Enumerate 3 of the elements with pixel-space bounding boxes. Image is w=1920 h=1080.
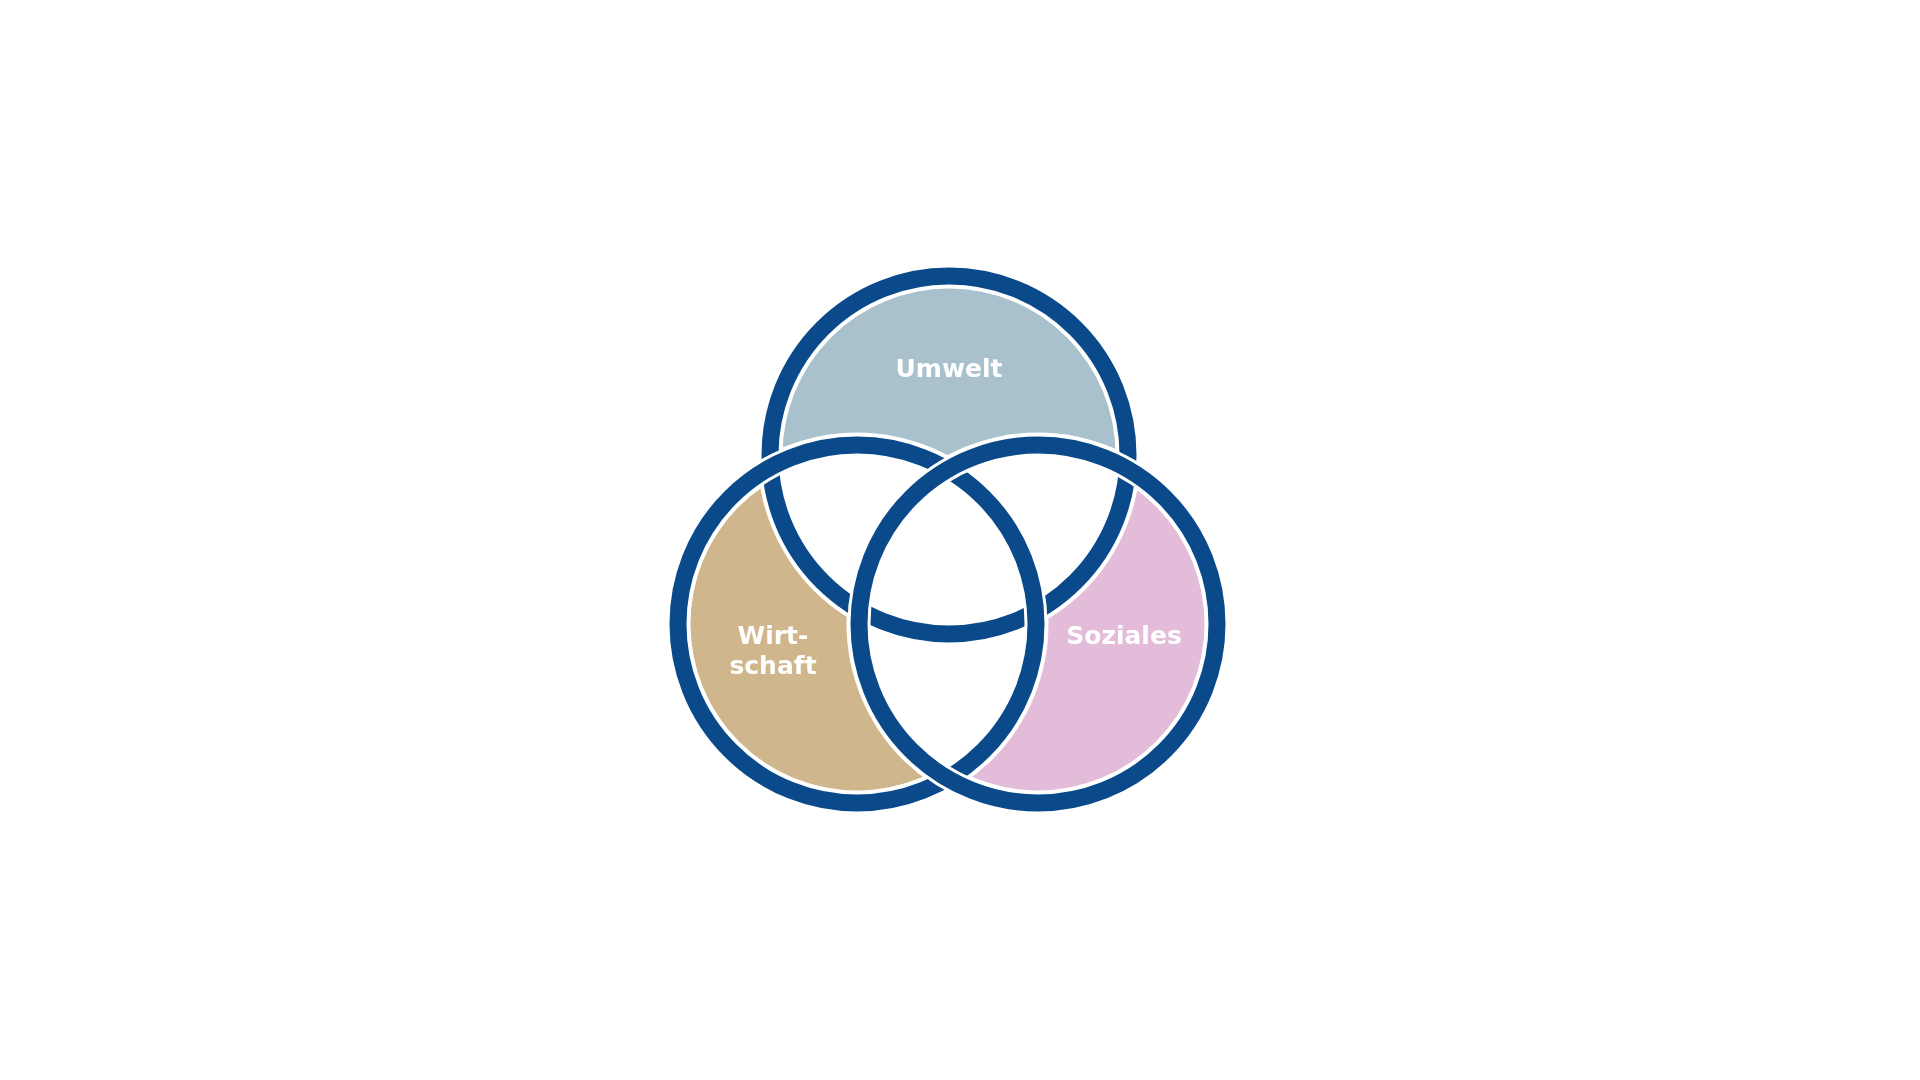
circle-label: Soziales — [1065, 621, 1183, 651]
circle-label: Umwelt — [894, 354, 1004, 384]
circle-label: Wirt- schaft — [728, 621, 818, 681]
